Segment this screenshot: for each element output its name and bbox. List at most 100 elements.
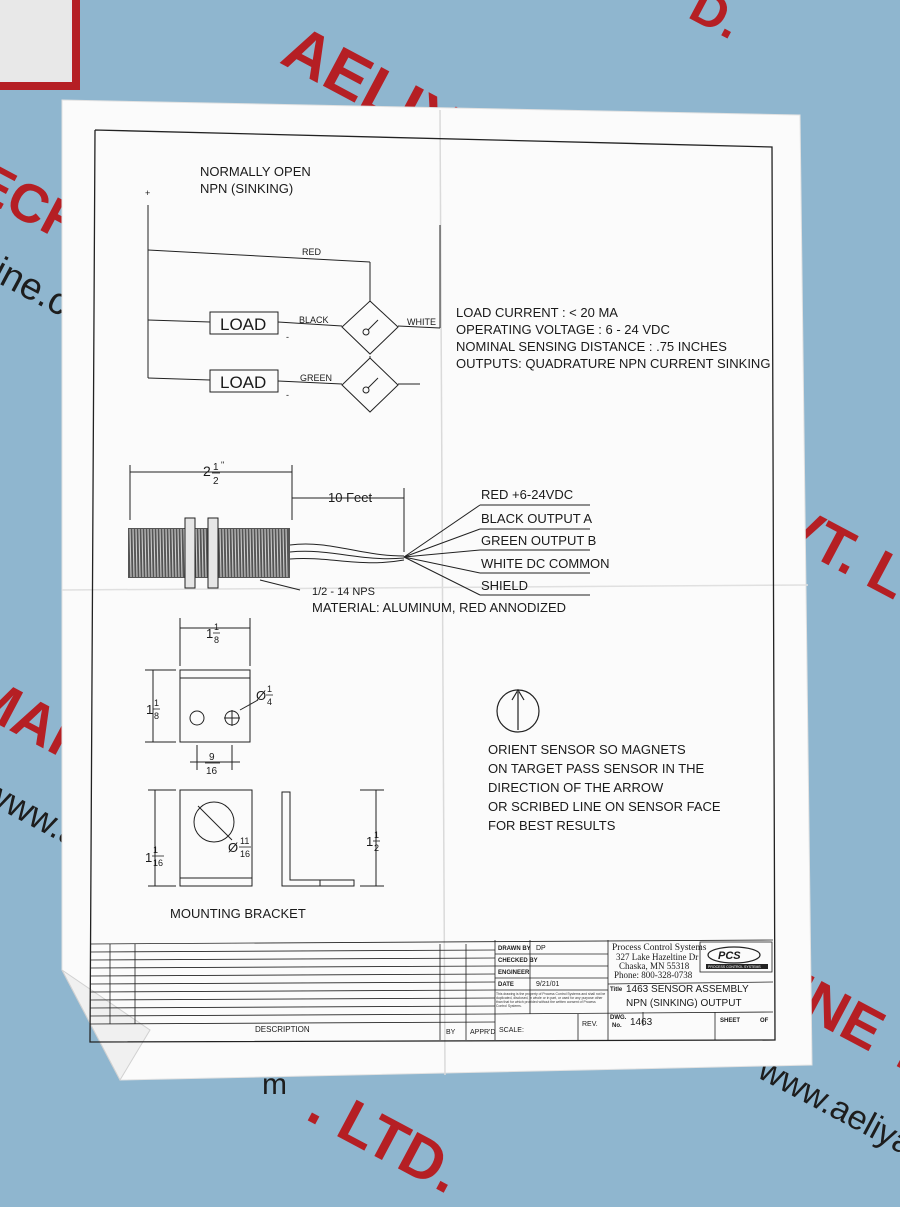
dim-left-height: 1 1 8: [146, 698, 160, 721]
minus-sign: -: [286, 332, 289, 342]
company-city: Chaska, MN 55318: [619, 961, 690, 971]
sensor-length-num: 1: [213, 462, 219, 473]
svg-text:Ø: Ø: [228, 840, 238, 855]
dwg-number: 1463: [630, 1017, 653, 1028]
schematic-subtitle: NPN (SINKING): [200, 181, 293, 196]
sensor-body: [128, 517, 290, 589]
sensor-length-unit: ": [221, 460, 224, 470]
title-block-grid: [89, 939, 774, 1040]
sheet-of-label: OF: [760, 1018, 769, 1024]
wire-label-white: WHITE: [407, 317, 436, 327]
dim-top-width: 1 1 8: [206, 622, 220, 645]
load-box: [209, 369, 279, 393]
sheet-label: SHEET: [720, 1018, 740, 1024]
orient-note-line: OR SCRIBED LINE ON SENSOR FACE: [488, 799, 721, 814]
scale-label: SCALE:: [499, 1027, 524, 1034]
svg-text:1: 1: [374, 830, 379, 840]
drawn-by-label: DRAWN BY: [498, 946, 531, 952]
wire-label-black: BLACK: [299, 315, 329, 325]
svg-text:8: 8: [154, 711, 159, 721]
drawn-by-value: DP: [536, 945, 546, 952]
sensor-length-whole: 2: [203, 463, 211, 479]
spec-line: OPERATING VOLTAGE : 6 - 24 VDC: [456, 322, 670, 337]
wire-spec: WHITE DC COMMON: [481, 556, 610, 571]
bracket-top-view: [145, 618, 259, 770]
svg-text:8: 8: [214, 635, 219, 645]
paper: [61, 99, 813, 1081]
load-box: [209, 311, 279, 335]
dim-hole-position: 9 16: [205, 752, 220, 777]
plus-sign: +: [145, 188, 150, 198]
company-phone: Phone: 800-328-0738: [614, 970, 693, 980]
svg-text:1: 1: [214, 622, 219, 632]
svg-text:9: 9: [209, 752, 215, 763]
date-label: DATE: [498, 982, 514, 988]
dim-front-hole: Ø 11 16: [228, 836, 251, 859]
svg-text:1: 1: [206, 626, 213, 641]
sensor-cable: [259, 504, 590, 596]
svg-text:1: 1: [267, 684, 272, 694]
spec-line: NOMINAL SENSING DISTANCE : .75 INCHES: [456, 339, 727, 354]
dwg-label: DWG.: [610, 1015, 627, 1021]
dim-hole-diameter: Ø 1 4: [256, 684, 273, 707]
bracket-caption: MOUNTING BRACKET: [170, 906, 306, 921]
svg-text:PROCESS CONTROL SYSTEMS: PROCESS CONTROL SYSTEMS: [708, 965, 761, 969]
sensor-diamond: [341, 357, 399, 413]
orient-note-line: ON TARGET PASS SENSOR IN THE: [488, 761, 705, 776]
bracket-front-view: [148, 789, 253, 887]
checked-by-label: CHECKED BY: [498, 958, 538, 964]
red-box-corner: [0, 0, 80, 90]
wire-spec: RED +6-24VDC: [481, 487, 573, 502]
svg-text:Ø: Ø: [256, 688, 266, 703]
title-label: Title: [610, 987, 623, 993]
fold-line: [439, 109, 446, 1076]
sensor-dimension-lines: [129, 465, 405, 552]
proprietary-notice: This drawing is the property of Process …: [496, 992, 605, 1008]
svg-text:4: 4: [267, 697, 272, 707]
svg-text:2: 2: [374, 843, 379, 853]
schematic-title: NORMALLY OPEN: [200, 164, 311, 179]
svg-text:16: 16: [240, 849, 250, 859]
material-spec: MATERIAL: ALUMINUM, RED ANNODIZED: [312, 600, 566, 615]
wire-spec: BLACK OUTPUT A: [481, 511, 592, 526]
orient-note-line: ORIENT SENSOR SO MAGNETS: [488, 742, 686, 757]
schematic-wiring: [147, 205, 441, 413]
bracket-side-view: [281, 789, 384, 887]
fold-line: [61, 584, 809, 591]
engineer-label: ENGINEER: [498, 970, 530, 976]
spec-line: LOAD CURRENT : < 20 MA: [456, 305, 618, 320]
svg-text:16: 16: [153, 858, 163, 868]
svg-text:1: 1: [145, 850, 152, 865]
description-label: DESCRIPTION: [255, 1025, 310, 1034]
drawing-border: [89, 129, 776, 1043]
svg-text:16: 16: [206, 766, 218, 777]
thread-spec: 1/2 - 14 NPS: [312, 586, 375, 598]
title-line-1: 1463 SENSOR ASSEMBLY: [626, 984, 749, 995]
by-label: BY: [446, 1029, 456, 1036]
wire-label-red: RED: [302, 247, 322, 257]
dwg-no-label: No.: [612, 1023, 622, 1029]
dim-side-height: 1 1 2: [366, 830, 380, 853]
title-line-2: NPN (SINKING) OUTPUT: [626, 998, 742, 1009]
wire-label-green: GREEN: [300, 373, 332, 383]
dim-front-height: 1 1 16: [145, 845, 164, 868]
svg-text:1: 1: [146, 702, 153, 717]
orient-note-line: FOR BEST RESULTS: [488, 818, 616, 833]
rev-label: REV.: [582, 1021, 598, 1028]
apprd-label: APPR'D: [470, 1029, 495, 1036]
svg-text:11: 11: [240, 836, 249, 846]
wire-spec: SHIELD: [481, 578, 528, 593]
load-label: LOAD: [220, 373, 266, 392]
svg-text:1: 1: [154, 698, 159, 708]
svg-text:PCS: PCS: [718, 950, 741, 962]
wire-spec: GREEN OUTPUT B: [481, 533, 596, 548]
cable-length: 10 Feet: [328, 490, 372, 505]
load-label: LOAD: [220, 315, 266, 334]
sensor-length-den: 2: [213, 476, 219, 487]
spec-line: OUTPUTS: QUADRATURE NPN CURRENT SINKING: [456, 356, 770, 371]
company-name: Process Control Systems: [612, 943, 707, 953]
sensor-diamond: [341, 300, 399, 355]
pcs-logo: PCS PROCESS CONTROL SYSTEMS: [699, 941, 773, 973]
minus-sign: -: [286, 390, 289, 400]
